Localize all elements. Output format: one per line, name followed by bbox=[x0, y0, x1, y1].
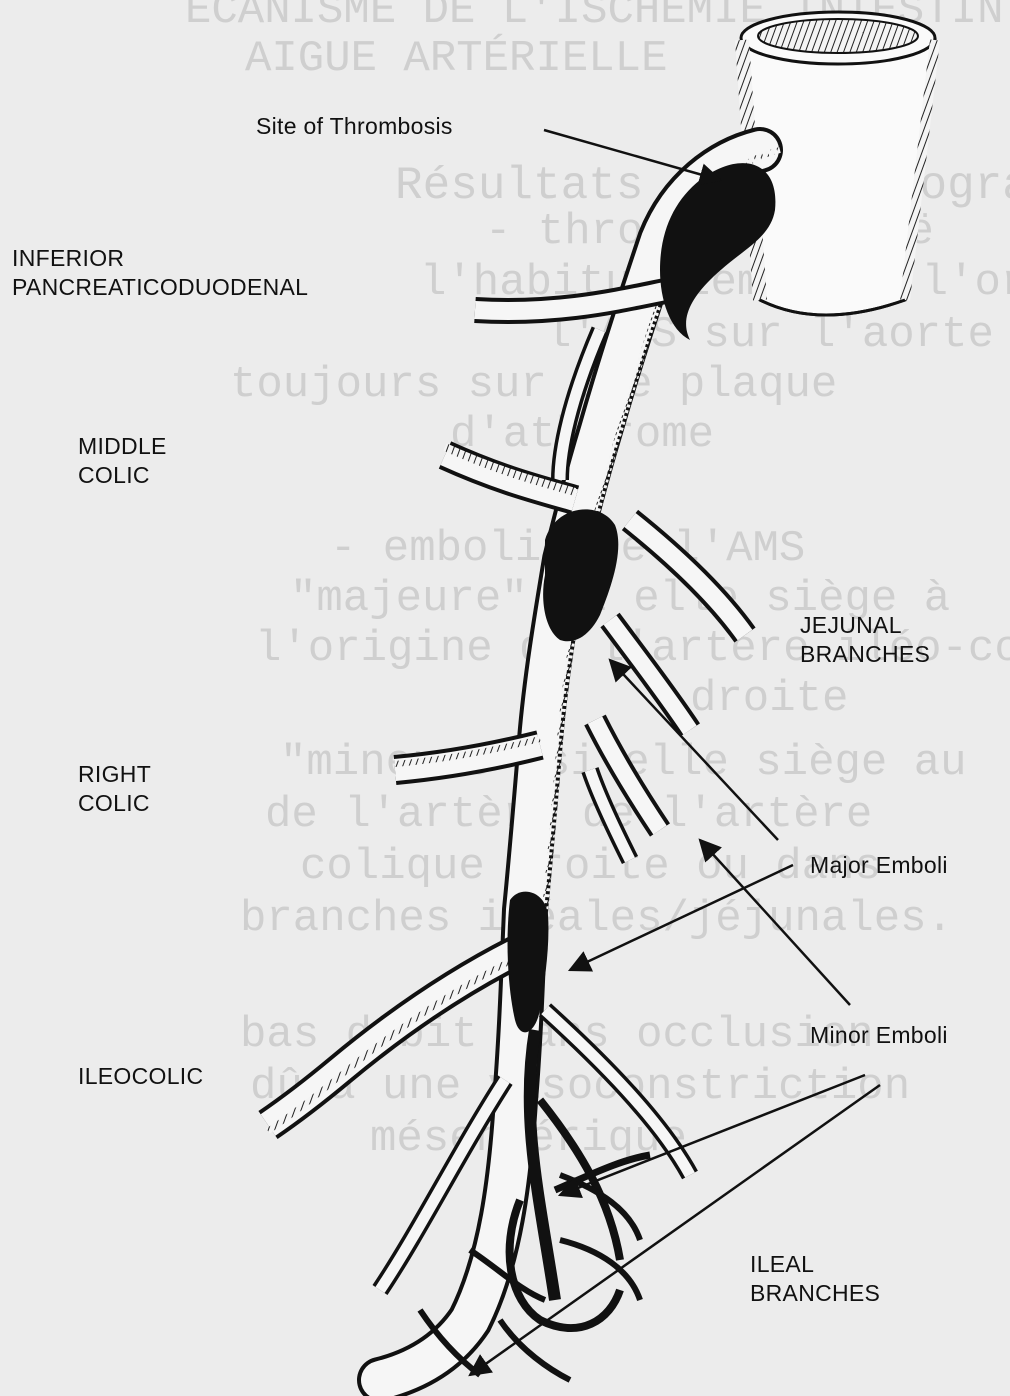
major-embolus bbox=[543, 509, 618, 641]
label-jejunal-branches: JEJUNAL BRANCHES bbox=[800, 611, 930, 669]
label-minor-emboli: Minor Emboli bbox=[810, 1021, 948, 1050]
right-colic-branch bbox=[395, 739, 540, 770]
label-inferior-pancreaticoduodenal: INFERIOR PANCREATICODUODENAL bbox=[12, 244, 308, 302]
label-site-of-thrombosis: Site of Thrombosis bbox=[256, 112, 453, 141]
label-ileocolic: ILEOCOLIC bbox=[78, 1062, 203, 1091]
label-right-colic: RIGHT COLIC bbox=[78, 760, 151, 818]
label-major-emboli: Major Emboli bbox=[810, 851, 948, 880]
label-middle-colic: MIDDLE COLIC bbox=[78, 432, 167, 490]
label-ileal-branches: ILEAL BRANCHES bbox=[750, 1250, 880, 1308]
